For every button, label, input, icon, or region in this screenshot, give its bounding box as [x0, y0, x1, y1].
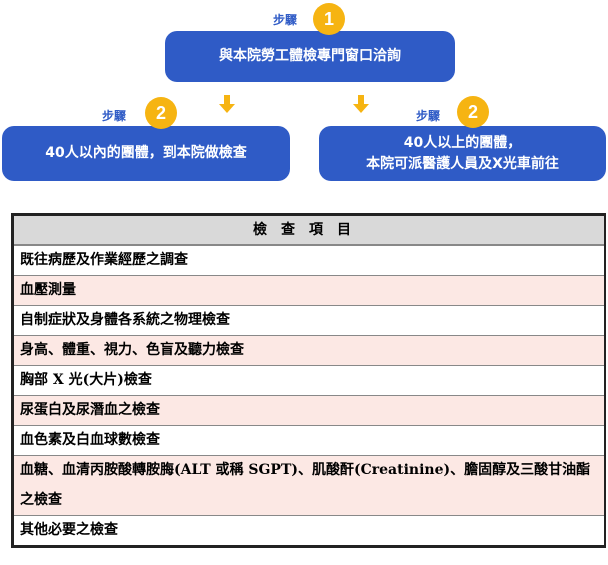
step-2-left-box: 40人以內的團體，到本院做檢查	[2, 126, 290, 181]
table-row: 身高、體重、視力、色盲及聽力檢查	[14, 335, 604, 365]
table-row: 既往病歷及作業經歷之調查	[14, 245, 604, 275]
step-2-right-box: 40人以上的團體， 本院可派醫護人員及X光車前往	[319, 126, 606, 181]
table-row: 血糖、血清丙胺酸轉胺脢(ALT 或稱 SGPT)、肌酸酐(Creatinine)…	[14, 455, 604, 515]
step-label: 步驟	[102, 109, 127, 123]
step-1-text: 與本院勞工體檢專門窗口洽詢	[219, 48, 401, 64]
table-row: 尿蛋白及尿潛血之檢查	[14, 395, 604, 425]
table-row: 其他必要之檢查	[14, 515, 604, 545]
step-2-right-line2: 本院可派醫護人員及X光車前往	[366, 155, 559, 172]
step-1-box: 與本院勞工體檢專門窗口洽詢	[165, 31, 455, 82]
arrow-down-icon	[353, 95, 369, 113]
arrow-down-icon	[219, 95, 235, 113]
step-1-badge: 1	[313, 3, 345, 35]
step-label: 步驟	[416, 109, 441, 123]
exam-items-table: 檢查項目 既往病歷及作業經歷之調查 血壓測量 自制症狀及身體各系統之物理檢查 身…	[11, 213, 606, 548]
table-header: 檢查項目	[14, 216, 604, 245]
step-label: 步驟	[273, 13, 298, 27]
step-2-badge: 2	[145, 97, 177, 129]
table-row: 血壓測量	[14, 275, 604, 305]
table-row: 自制症狀及身體各系統之物理檢查	[14, 305, 604, 335]
step-2-right-line1: 40人以上的團體，	[403, 134, 522, 151]
step-2-left-text: 40人以內的團體，到本院做檢查	[45, 145, 247, 161]
table-row: 胸部 X 光(大片)檢查	[14, 365, 604, 395]
step-2-badge: 2	[457, 96, 489, 128]
table-row: 血色素及白血球數檢查	[14, 425, 604, 455]
